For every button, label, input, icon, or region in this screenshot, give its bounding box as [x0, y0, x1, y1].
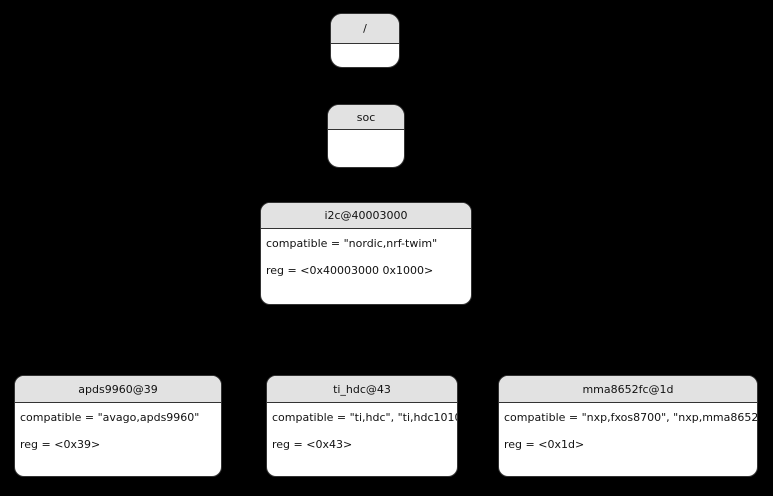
node-ti-hdc: ti_hdc@43 compatible = "ti,hdc", "ti,hdc…: [266, 375, 458, 477]
node-ti-hdc-title: ti_hdc@43: [267, 376, 457, 403]
node-apds9960-compatible-property: compatible = "avago,apds9960": [20, 411, 200, 424]
node-ti-hdc-reg-property: reg = <0x43>: [272, 438, 353, 451]
node-soc-title: soc: [328, 105, 404, 130]
node-apds9960-title: apds9960@39: [15, 376, 221, 403]
node-root-title: /: [331, 14, 399, 44]
node-ti-hdc-body: compatible = "ti,hdc", "ti,hdc1010" reg …: [267, 403, 457, 458]
node-mma8652fc-reg-property: reg = <0x1d>: [504, 438, 585, 451]
node-mma8652fc: mma8652fc@1d compatible = "nxp,fxos8700"…: [498, 375, 758, 477]
node-i2c-title: i2c@40003000: [261, 203, 471, 229]
node-i2c-compatible-property: compatible = "nordic,nrf-twim": [266, 237, 438, 250]
node-mma8652fc-compatible-property: compatible = "nxp,fxos8700", "nxp,mma865…: [504, 411, 758, 424]
node-soc-body: [328, 130, 404, 131]
node-apds9960: apds9960@39 compatible = "avago,apds9960…: [14, 375, 222, 477]
node-root: /: [330, 13, 400, 68]
node-apds9960-body: compatible = "avago,apds9960" reg = <0x3…: [15, 403, 221, 458]
node-i2c-reg-property: reg = <0x40003000 0x1000>: [266, 264, 434, 277]
node-apds9960-reg-property: reg = <0x39>: [20, 438, 101, 451]
node-i2c-body: compatible = "nordic,nrf-twim" reg = <0x…: [261, 229, 471, 284]
node-mma8652fc-body: compatible = "nxp,fxos8700", "nxp,mma865…: [499, 403, 757, 458]
node-i2c: i2c@40003000 compatible = "nordic,nrf-tw…: [260, 202, 472, 305]
node-mma8652fc-title: mma8652fc@1d: [499, 376, 757, 403]
node-root-body: [331, 44, 399, 45]
node-soc: soc: [327, 104, 405, 168]
node-ti-hdc-compatible-property: compatible = "ti,hdc", "ti,hdc1010": [272, 411, 458, 424]
